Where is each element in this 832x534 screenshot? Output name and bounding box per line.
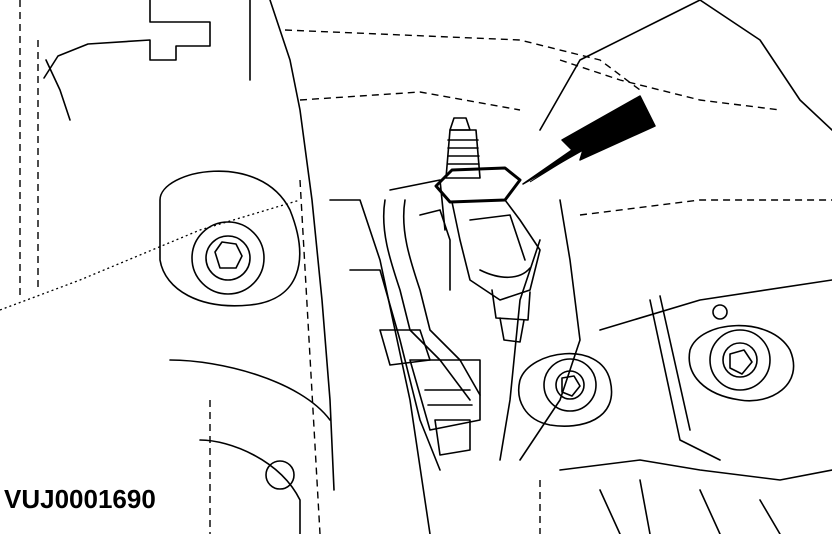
upper-left-bracket bbox=[19, 0, 211, 300]
central-channel bbox=[299, 179, 446, 534]
right-panel bbox=[499, 0, 832, 461]
lower-left-housing bbox=[169, 359, 331, 534]
center-bolt bbox=[518, 352, 613, 427]
left-bolt bbox=[159, 170, 301, 307]
wiring-connector bbox=[379, 199, 481, 456]
mounting-plate bbox=[0, 0, 641, 491]
right-bolt bbox=[688, 324, 795, 402]
sensor-switch bbox=[434, 117, 541, 343]
lower-right-assembly bbox=[539, 459, 832, 534]
figure-id-label: VUJ0001690 bbox=[4, 484, 156, 514]
pointer-arrow-icon bbox=[522, 95, 656, 185]
